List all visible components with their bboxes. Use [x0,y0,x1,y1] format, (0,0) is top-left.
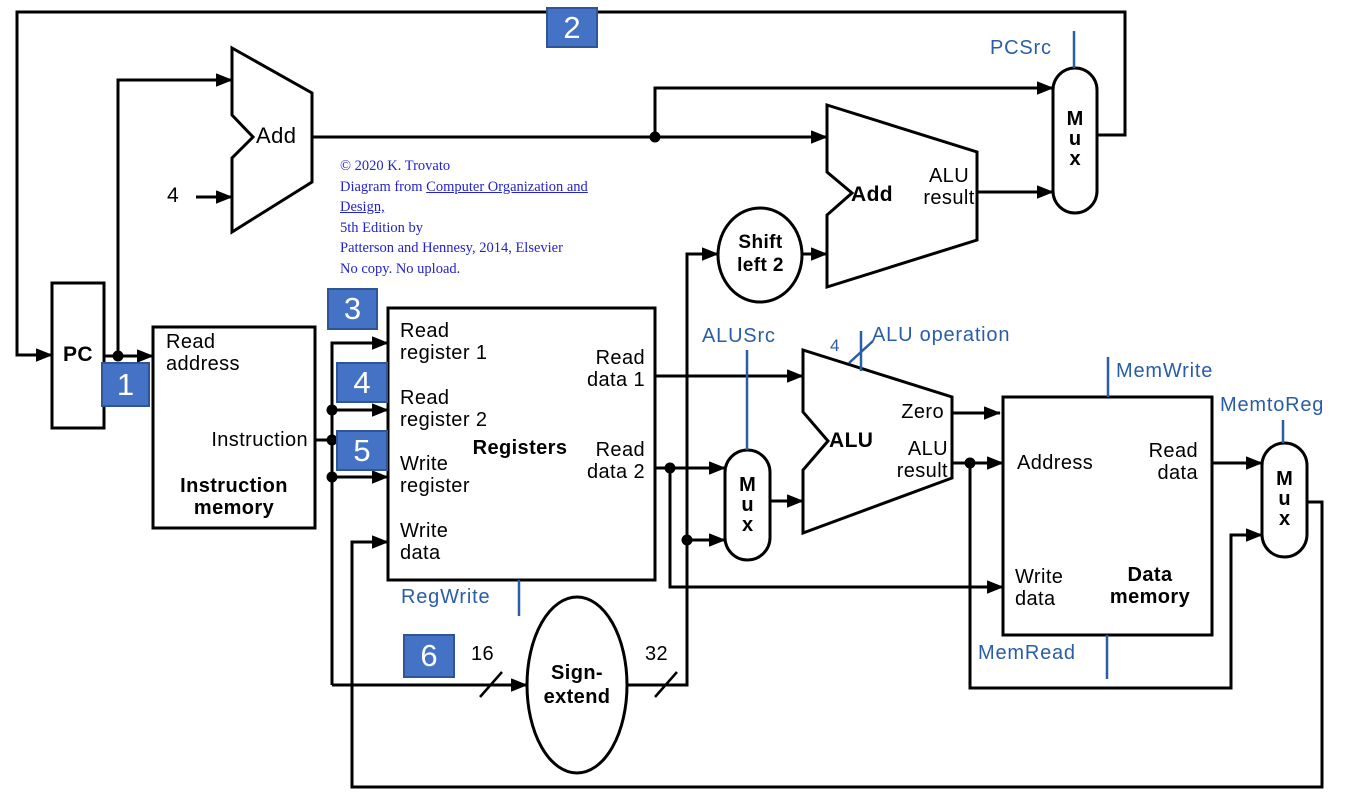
reg-write-data-label: Write data [400,520,449,564]
sign-extend-in-width: 16 [471,643,495,665]
junction-instruction-bus-2 [326,434,338,446]
sign-extend-label: Sign- extend [543,662,611,708]
memwrite-label: MemWrite [1116,360,1214,382]
wire-pc-plus-4-to-pcsrc-mux [653,81,1054,137]
junction-pc-out [112,350,124,362]
pc-adder-label: Add [256,123,297,148]
memtoreg-mux-label: M u x [1276,468,1293,530]
junction-read-data-2 [664,462,676,474]
reg-write-register-label: Write register [400,453,470,497]
reg-read-data-1-label: Read data 1 [586,347,645,391]
copyright-line4: Patterson and Hennesy, 2014, Elsevier [340,240,563,256]
step-badge-5-number: 5 [353,432,371,468]
registers-box [386,306,657,582]
dm-write-data-label: Write data [1015,566,1064,610]
step-badge-2-number: 2 [563,9,581,45]
wire-pc-to-pc-adder [116,73,233,356]
regwrite-label: RegWrite [401,586,491,608]
memtoreg-label: MemtoReg [1220,394,1325,416]
memread-label: MemRead [978,642,1076,664]
dm-address-label: Address [1017,452,1094,474]
reg-read-register-1-label: Read register 1 [400,320,488,364]
junction-sign-extend-out [681,534,693,546]
step-badge-1-number: 1 [116,366,135,402]
im-read-address-label: Read address [166,331,240,375]
step-badge-6: 6 [403,634,455,678]
pcsrc-mux-label: M u x [1066,108,1084,170]
junction-instruction-bus-1 [326,404,338,416]
alu-label: ALU [829,429,874,452]
bus-width-slash-32 [654,671,678,698]
alu-result-label: ALU result [896,438,948,482]
step-badge-4: 4 [336,362,388,403]
branch-adder-label: Add [851,183,894,206]
pcsrc-label: PCSrc [990,37,1052,59]
wire-alu-result-to-memtoreg-mux [968,463,1263,690]
copyright-book-title: Computer Organization and Design, [340,178,588,216]
junction-instruction-bus-3 [326,471,338,483]
reg-read-data-2-label: Read data 2 [586,439,645,483]
dm-title: Data memory [1109,564,1191,608]
step-badge-5: 5 [336,430,388,471]
copyright-line2-prefix: Diagram from [340,178,427,195]
junction-alu-result [964,457,976,469]
step-badge-2: 2 [546,7,598,48]
memtoreg-mux [1260,441,1309,559]
pc-adder-increment: 4 [167,184,180,207]
im-title: Instruction memory [180,475,288,519]
instruction-memory-box [151,325,317,530]
alu-operation-label: ALU operation [872,324,1011,346]
step-badge-3-number: 3 [343,291,362,326]
branch-adder-result-label: ALU result [923,165,975,209]
junction-pc-plus-4 [649,131,661,143]
alusrc-label: ALUSrc [702,325,776,347]
copyright-line3: 5th Edition by [340,219,423,236]
copyright-notice: © 2020 K. Trovato Diagram from Computer … [340,156,610,279]
dm-read-data-label: Read data [1148,440,1198,484]
data-memory-box [1001,395,1214,637]
im-instruction-label: Instruction [211,429,308,451]
wire-read-data-2-to-memory-write-data [668,468,1004,594]
step-badge-3: 3 [327,288,378,330]
step-badge-6-number: 6 [420,638,438,673]
step-badge-1: 1 [101,362,150,407]
sign-extend-out-width: 32 [645,643,669,665]
alu-op-width-label: 4 [830,336,841,355]
step-badge-4-number: 4 [353,364,371,400]
alusrc-mux-label: M u x [739,474,756,536]
reg-read-register-2-label: Read register 2 [400,387,488,431]
shift-left-2-label: Shift left 2 [737,232,784,276]
bus-width-slash-alu-op [848,340,874,364]
pc-label: PC [63,343,93,366]
alu-zero-label: Zero [901,401,944,423]
wire-instruction-to-read-register-1 [330,336,389,685]
bus-width-slash-16 [479,671,503,698]
copyright-line1: © 2020 K. Trovato [340,158,451,174]
copyright-line5: No copy. No upload. [340,260,461,277]
wire-writeback-to-register-write-data [350,500,1324,789]
registers-title: Registers [472,437,568,459]
